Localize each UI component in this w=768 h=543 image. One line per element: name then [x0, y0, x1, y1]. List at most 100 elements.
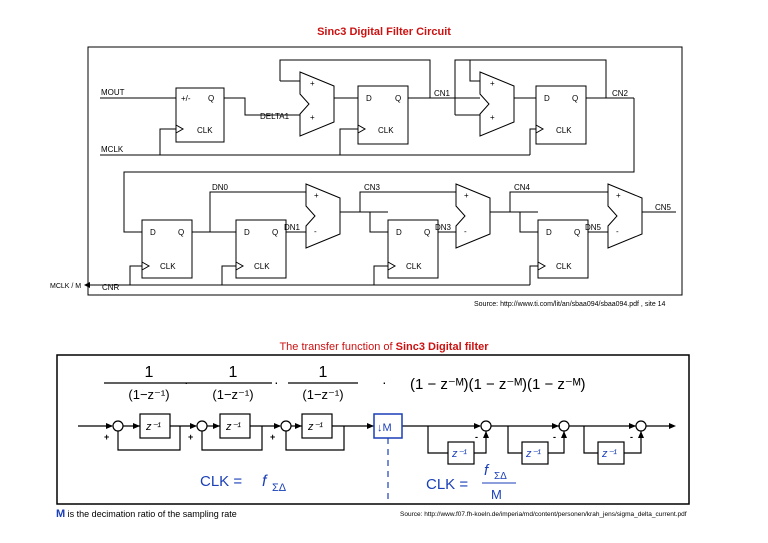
diff-node-3 — [635, 420, 647, 432]
source-1: Source: http://www.ti.com/lit/an/sbaa094… — [474, 301, 666, 308]
int3-plus: + — [270, 432, 275, 442]
ff6-d: D — [546, 228, 552, 237]
circuit-frame — [87, 46, 683, 296]
dn1-label: DN1 — [284, 223, 301, 232]
sum-node-2 — [196, 420, 208, 432]
clk-after-sub: ΣΔ — [494, 471, 507, 482]
ff1-q: Q — [395, 94, 401, 103]
frac2-num: 1 — [229, 364, 238, 381]
ff5-q: Q — [424, 228, 430, 237]
dot-3: · — [382, 374, 387, 390]
cn1-label: CN1 — [434, 89, 451, 98]
ff0-clk: CLK — [197, 126, 213, 135]
int2-plus: + — [188, 432, 193, 442]
dot-2: · — [274, 374, 279, 390]
ff3-q: Q — [178, 228, 184, 237]
subtractor-3 — [607, 183, 643, 249]
adder-1 — [299, 71, 335, 137]
ff0-pm: +/- — [181, 94, 191, 103]
circuit-title: Sinc3 Digital Filter Circuit — [317, 26, 451, 38]
comb-expression: (1 − z⁻ᴹ)(1 − z⁻ᴹ)(1 − z⁻ᴹ) — [410, 376, 586, 393]
ff4-q: Q — [272, 228, 278, 237]
zinv-1: z⁻¹ — [145, 421, 161, 433]
note-text: is the decimation ratio of the sampling … — [65, 509, 237, 519]
ff6-q: Q — [574, 228, 580, 237]
comb-zinv-3: z⁻¹ — [601, 448, 617, 460]
transfer-function-heading: The transfer function of Sinc3 Digital f… — [0, 341, 768, 353]
frac2-den: (1−z⁻¹) — [212, 387, 253, 402]
comb1-minus: - — [475, 432, 478, 442]
sub2-minus: - — [464, 227, 467, 236]
comb-zinv-1: z⁻¹ — [451, 448, 467, 460]
comb-zinv-2: z⁻¹ — [525, 448, 541, 460]
subtractor-2 — [455, 183, 491, 249]
cn2-label: CN2 — [612, 89, 629, 98]
sum-node-1 — [112, 420, 124, 432]
ff3-d: D — [150, 228, 156, 237]
adder1-plus-bottom: + — [310, 113, 315, 122]
zinv-3: z⁻¹ — [307, 421, 323, 433]
ff2-q: Q — [572, 94, 578, 103]
ff5-clk: CLK — [406, 262, 422, 271]
diff-node-1 — [480, 420, 492, 432]
flip-flop-1 — [357, 85, 409, 145]
comb2-minus: - — [553, 432, 556, 442]
ff2-clk: CLK — [556, 126, 572, 135]
dot-1: · — [184, 374, 189, 390]
ff4-clk: CLK — [254, 262, 270, 271]
flip-flop-2 — [535, 85, 587, 145]
flip-flop-5 — [387, 219, 439, 279]
flip-flop-4 — [235, 219, 287, 279]
transfer-function-frame — [56, 354, 690, 505]
mout-label: MOUT — [101, 88, 125, 97]
adder-2 — [479, 71, 515, 137]
ff0-q: Q — [208, 94, 214, 103]
sub3-minus: - — [616, 227, 619, 236]
adder2-plus-bottom: + — [490, 113, 495, 122]
adder2-plus-top: + — [490, 79, 495, 88]
mclk-label: MCLK — [101, 145, 124, 154]
subtractor-1 — [305, 183, 341, 249]
tf-heading-bold: Sinc3 Digital filter — [395, 341, 489, 353]
ff1-clk: CLK — [378, 126, 394, 135]
frac1-num: 1 — [145, 364, 154, 381]
clk-before-f: f — [262, 473, 268, 490]
cn3-label: CN3 — [364, 183, 381, 192]
diff-node-2 — [558, 420, 570, 432]
sub1-minus: - — [314, 227, 317, 236]
frac3-num: 1 — [319, 364, 328, 381]
decimation-note: M is the decimation ratio of the samplin… — [56, 508, 237, 520]
frac1-den: (1−z⁻¹) — [128, 387, 169, 402]
comb3-minus: - — [630, 432, 633, 442]
clk-before-label: CLK = — [200, 473, 242, 490]
ff6-clk: CLK — [556, 262, 572, 271]
int1-plus: + — [104, 432, 109, 442]
source-2: Source: http://www.f07.fh-koeln.de/imper… — [400, 511, 687, 518]
clk-after-m: M — [491, 487, 502, 502]
adder1-plus-top: + — [310, 79, 315, 88]
flip-flop-0 — [175, 87, 225, 143]
clk-after-label: CLK = — [426, 476, 468, 493]
tf-heading-prefix: The transfer function of — [279, 341, 396, 353]
cn5-label: CN5 — [655, 203, 672, 212]
clk-before-sub: ΣΔ — [272, 482, 287, 494]
note-m: M — [56, 508, 66, 520]
ff5-d: D — [396, 228, 402, 237]
ff3-clk: CLK — [160, 262, 176, 271]
sub3-plus: + — [616, 191, 621, 200]
delta1-label: DELTA1 — [260, 112, 290, 121]
decimator-label: ↓M — [377, 422, 392, 434]
ff2-d: D — [544, 94, 550, 103]
sub1-plus: + — [314, 191, 319, 200]
clk-after-f: f — [484, 462, 490, 479]
zinv-2: z⁻¹ — [225, 421, 241, 433]
frac3-den: (1−z⁻¹) — [302, 387, 343, 402]
dn0-label: DN0 — [212, 183, 229, 192]
sum-node-3 — [280, 420, 292, 432]
cn4-label: CN4 — [514, 183, 531, 192]
ff1-d: D — [366, 94, 372, 103]
ff4-d: D — [244, 228, 250, 237]
dn5-label: DN5 — [585, 223, 602, 232]
flip-flop-3 — [141, 219, 193, 279]
